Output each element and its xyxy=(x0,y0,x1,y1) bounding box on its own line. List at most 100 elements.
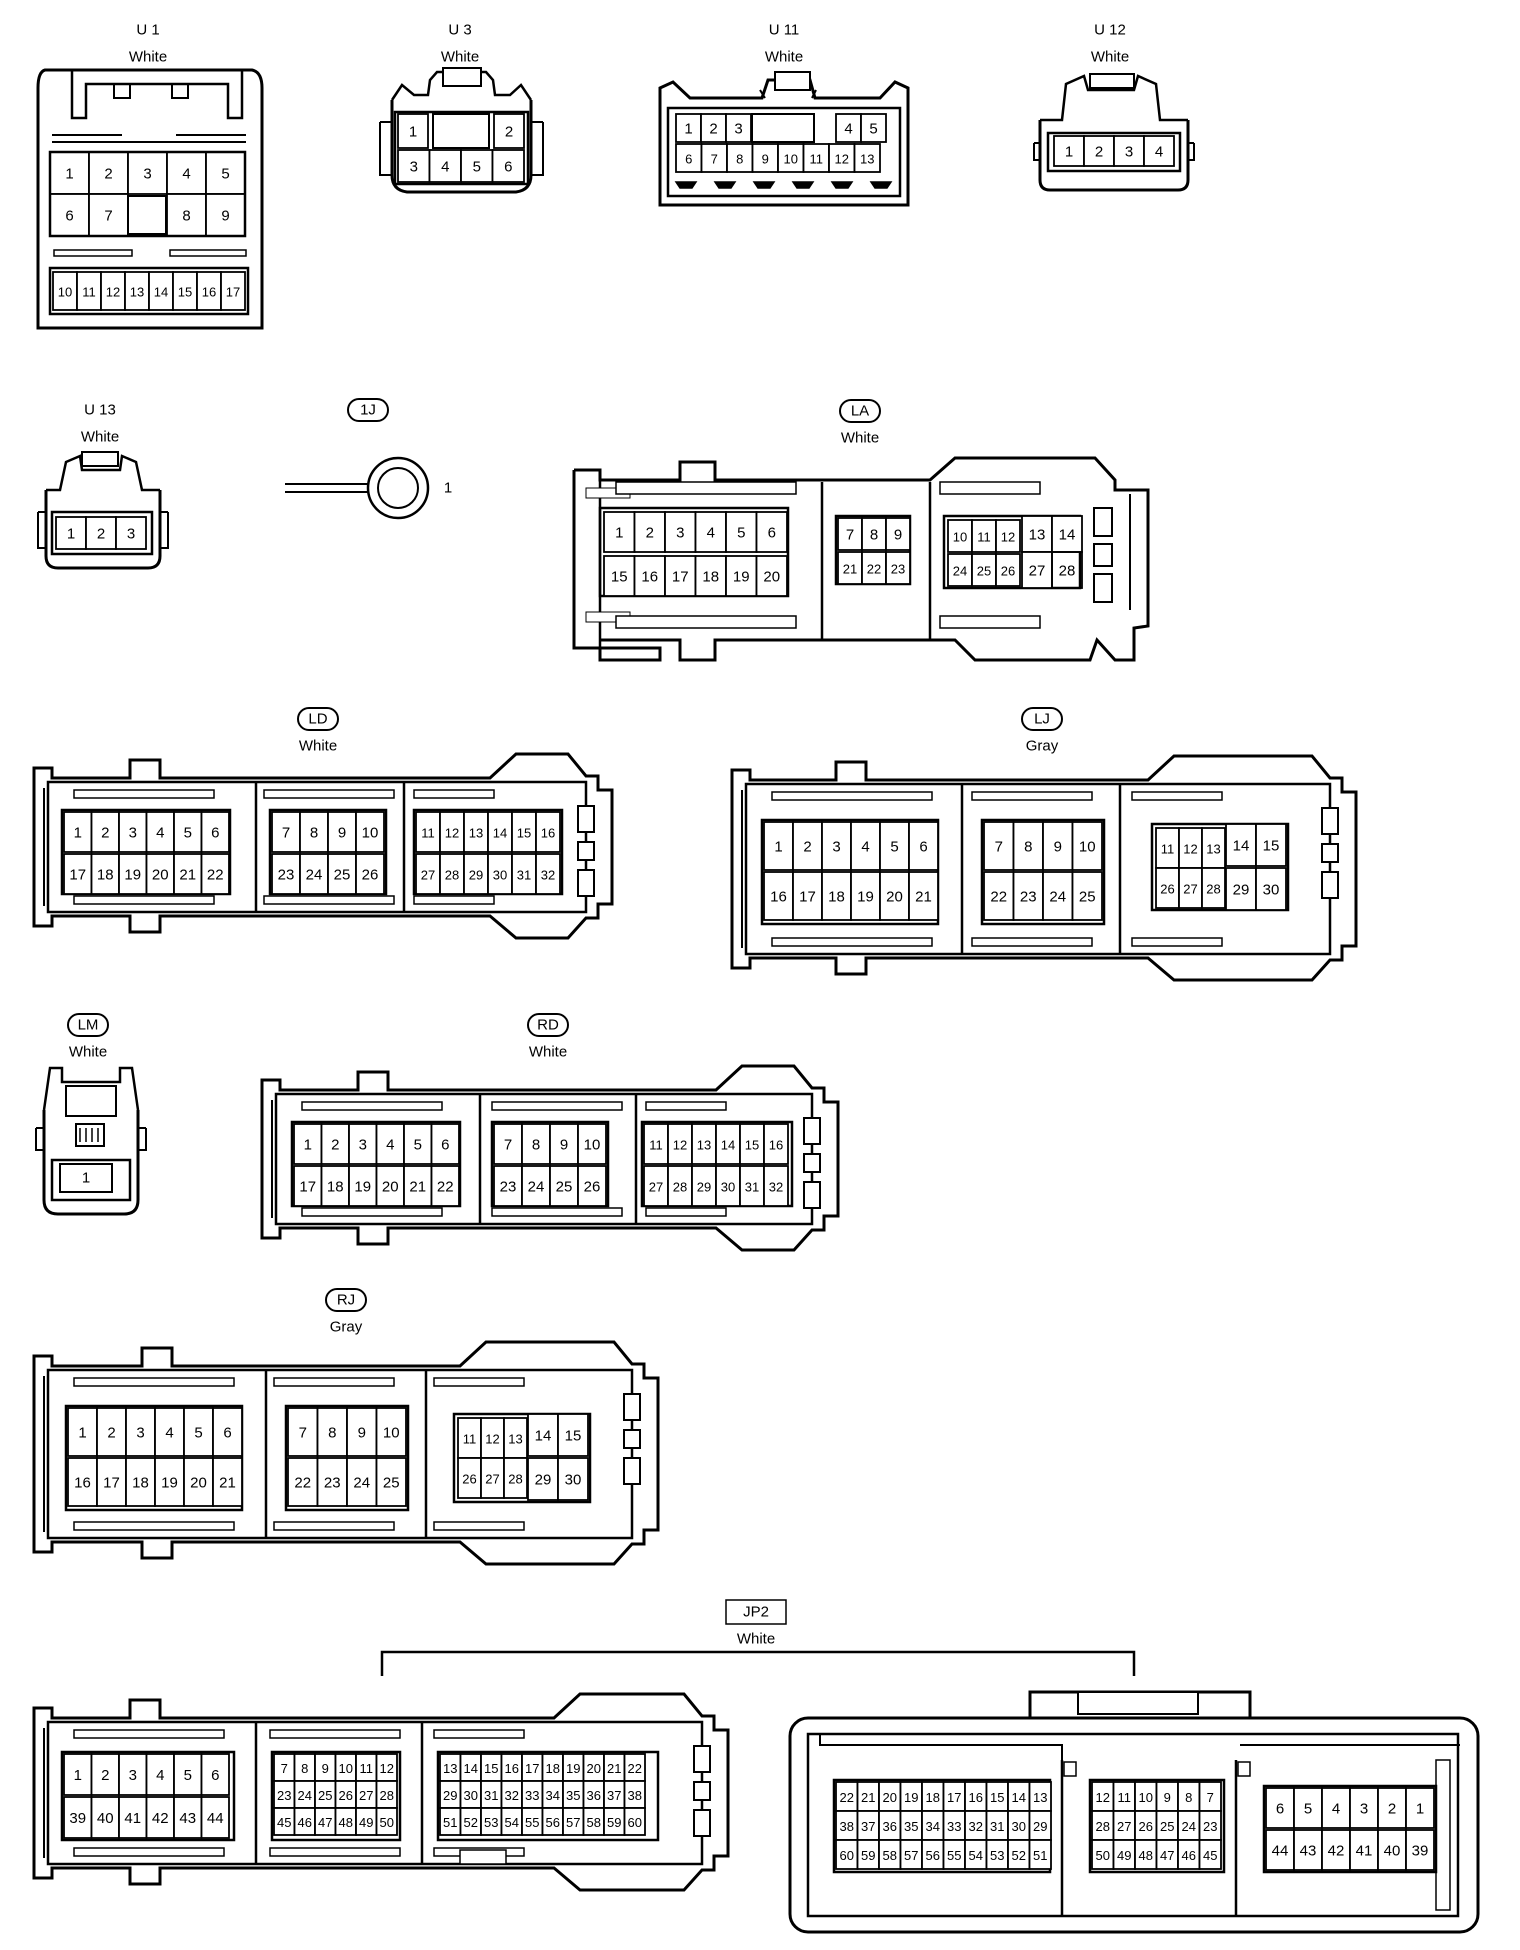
pin-28: 28 xyxy=(508,1472,522,1487)
pin-12: 12 xyxy=(1183,842,1197,857)
pin-56: 56 xyxy=(546,1815,560,1830)
connector-label: U 1 xyxy=(136,22,159,39)
pin-48: 48 xyxy=(1139,1848,1153,1863)
connector-1J: 1J 1 xyxy=(285,398,452,520)
pin-20: 20 xyxy=(152,867,169,884)
pin-30: 30 xyxy=(1012,1819,1026,1834)
pin-44: 44 xyxy=(207,1810,224,1827)
pin-16: 16 xyxy=(969,1790,983,1805)
pin-29: 29 xyxy=(1233,882,1250,899)
pin-4: 4 xyxy=(182,166,190,183)
pin-8: 8 xyxy=(182,208,190,225)
pin-3: 3 xyxy=(129,825,137,842)
pin-51: 51 xyxy=(1033,1848,1047,1863)
pin-18: 18 xyxy=(546,1761,560,1776)
pin-49: 49 xyxy=(359,1815,373,1830)
pin-23: 23 xyxy=(1020,889,1037,906)
pin-60: 60 xyxy=(628,1815,642,1830)
pin-14: 14 xyxy=(721,1138,735,1153)
pin-17: 17 xyxy=(226,285,240,300)
pin-5: 5 xyxy=(737,525,745,542)
pin-57: 57 xyxy=(904,1848,918,1863)
pin-6: 6 xyxy=(504,159,512,176)
pin-53: 53 xyxy=(990,1848,1004,1863)
pin-19: 19 xyxy=(733,569,750,586)
pin-21: 21 xyxy=(607,1761,621,1776)
connector-color: White xyxy=(129,49,167,66)
pin-17: 17 xyxy=(799,889,816,906)
pin-32: 32 xyxy=(969,1819,983,1834)
pin-3: 3 xyxy=(734,121,742,138)
pin-9: 9 xyxy=(338,825,346,842)
pin-1: 1 xyxy=(444,480,452,497)
pin-42: 42 xyxy=(152,1810,169,1827)
pin-21: 21 xyxy=(843,562,857,577)
pin-18: 18 xyxy=(97,867,114,884)
pin-10: 10 xyxy=(584,1137,601,1154)
pin-9: 9 xyxy=(894,527,902,544)
pin-14: 14 xyxy=(154,285,168,300)
connector-label: LM xyxy=(78,1017,99,1034)
pin-1: 1 xyxy=(82,1170,90,1187)
pin-21: 21 xyxy=(861,1790,875,1805)
pin-6: 6 xyxy=(768,525,776,542)
pin-36: 36 xyxy=(587,1788,601,1803)
pin-16: 16 xyxy=(770,889,787,906)
pin-27: 27 xyxy=(649,1180,663,1195)
pin-17: 17 xyxy=(299,1179,316,1196)
pin-25: 25 xyxy=(977,564,991,579)
connector-color: Gray xyxy=(330,1319,363,1336)
pin-8: 8 xyxy=(328,1425,336,1442)
pin-14: 14 xyxy=(1012,1790,1026,1805)
pin-13: 13 xyxy=(860,152,874,167)
pin-3: 3 xyxy=(1125,144,1133,161)
pin-19: 19 xyxy=(124,867,141,884)
pin-31: 31 xyxy=(745,1180,759,1195)
pin-5: 5 xyxy=(221,166,229,183)
pin-26: 26 xyxy=(362,867,379,884)
pin-2: 2 xyxy=(1388,1801,1396,1818)
pin-7: 7 xyxy=(504,1137,512,1154)
pin-1: 1 xyxy=(304,1137,312,1154)
pin-29: 29 xyxy=(535,1472,552,1489)
pin-55: 55 xyxy=(525,1815,539,1830)
pin-25: 25 xyxy=(334,867,351,884)
pin-20: 20 xyxy=(886,889,903,906)
pin-28: 28 xyxy=(673,1180,687,1195)
pin-34: 34 xyxy=(546,1788,560,1803)
pin-19: 19 xyxy=(904,1790,918,1805)
pin-35: 35 xyxy=(904,1819,918,1834)
pin-31: 31 xyxy=(990,1819,1004,1834)
pin-9: 9 xyxy=(1054,839,1062,856)
pin-54: 54 xyxy=(969,1848,983,1863)
pin-18: 18 xyxy=(327,1179,344,1196)
pin-28: 28 xyxy=(1059,563,1076,580)
pin-3: 3 xyxy=(127,526,135,543)
pin-23: 23 xyxy=(1203,1819,1217,1834)
pin-16: 16 xyxy=(505,1761,519,1776)
pin-18: 18 xyxy=(702,569,719,586)
pin-24: 24 xyxy=(953,564,967,579)
pin-1: 1 xyxy=(615,525,623,542)
pin-33: 33 xyxy=(525,1788,539,1803)
pin-8: 8 xyxy=(301,1761,308,1776)
pin-15: 15 xyxy=(1263,838,1280,855)
pin-16: 16 xyxy=(74,1475,91,1492)
connector-label: 1J xyxy=(360,402,376,419)
pin-10: 10 xyxy=(1079,839,1096,856)
pin-30: 30 xyxy=(493,868,507,883)
pin-30: 30 xyxy=(565,1472,582,1489)
pin-7: 7 xyxy=(711,152,718,167)
pin-6: 6 xyxy=(919,839,927,856)
pin-11: 11 xyxy=(360,1761,374,1776)
pin-2: 2 xyxy=(505,124,513,141)
pin-16: 16 xyxy=(641,569,658,586)
pin-11: 11 xyxy=(1161,842,1175,857)
